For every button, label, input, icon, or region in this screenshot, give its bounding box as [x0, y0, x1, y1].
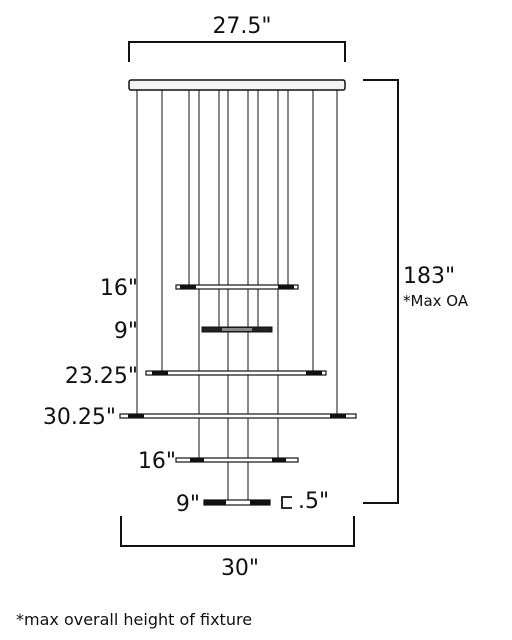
- height-note: *Max OA: [403, 292, 469, 310]
- tier-1-disc: [175, 284, 299, 290]
- tier-5-label: 16": [138, 449, 176, 474]
- tier-6-label: 9": [176, 492, 200, 517]
- tier-3-disc: [145, 370, 327, 376]
- tier-5-disc: [175, 457, 299, 463]
- bottom-width-label: 30": [221, 556, 259, 581]
- height-dimension: [363, 79, 399, 504]
- bottom-width-dimension: [120, 516, 355, 547]
- top-width-dimension: [128, 41, 346, 62]
- tier-3-label: 23.25": [65, 364, 138, 389]
- canopy: [128, 79, 346, 91]
- thickness-bracket: [281, 496, 292, 509]
- tier-1-label: 16": [100, 276, 138, 301]
- height-label: 183": [403, 264, 455, 289]
- top-width-label: 27.5": [212, 14, 271, 39]
- suspension-cables: [136, 90, 338, 502]
- footnote: *max overall height of fixture: [16, 610, 252, 629]
- tier-6-disc: [203, 499, 271, 506]
- tier-2-disc: [201, 326, 273, 333]
- tier-2-label: 9": [114, 319, 138, 344]
- tier-4-label: 30.25": [43, 405, 116, 430]
- tier-4-disc: [119, 413, 357, 419]
- thickness-label: .5": [298, 489, 329, 514]
